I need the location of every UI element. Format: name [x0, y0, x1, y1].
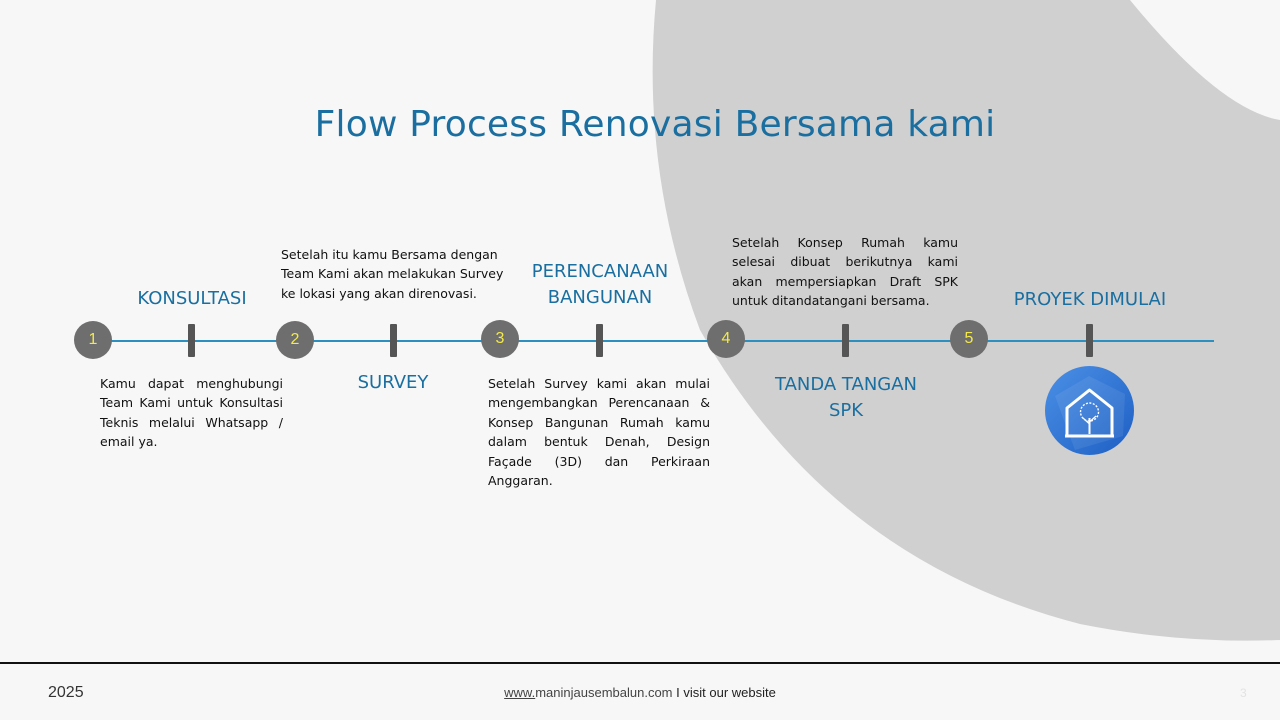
step-description-1: Kamu dapat menghubungi Team Kami untuk K… — [100, 376, 283, 450]
page-title: Flow Process Renovasi Bersama kami — [314, 104, 996, 145]
step-description-2: Setelah itu kamu Bersama dengan Team Kam… — [281, 247, 504, 301]
step-circle-4: 4 — [707, 320, 745, 358]
page-number: 3 — [1240, 686, 1247, 700]
step-circle-3: 3 — [481, 320, 519, 358]
step-label-konsultasi: KONSULTASI — [137, 288, 247, 309]
step-circle-2: 2 — [276, 321, 314, 359]
step-label-tanda-tangan: TANDA TANGAN SPK — [774, 374, 918, 421]
timeline-tick — [390, 324, 397, 357]
step-label-proyek-dimulai: PROYEK DIMULAI — [1013, 289, 1167, 310]
footer-divider — [0, 662, 1280, 664]
house-tree-icon — [1045, 366, 1134, 455]
step-label-perencanaan: PERENCANAAN BANGUNAN — [531, 261, 669, 308]
footer-cta: visit our website — [683, 685, 776, 700]
footer-year: 2025 — [48, 684, 84, 701]
timeline-tick — [1086, 324, 1093, 357]
step-description-3: Setelah Survey kami akan mulai mengemban… — [488, 376, 710, 489]
step-label-survey: SURVEY — [357, 372, 429, 393]
website-link[interactable]: www. — [504, 685, 536, 700]
step-circle-5: 5 — [950, 320, 988, 358]
timeline-tick — [596, 324, 603, 357]
timeline-line — [93, 340, 1214, 342]
step-description-4: Setelah Konsep Rumah kamu selesai dibuat… — [732, 235, 958, 309]
website-domain[interactable]: maninjausembalun.com — [535, 685, 673, 700]
footer-website: www.maninjausembalun.com I visit our web… — [0, 685, 1280, 700]
step-circle-1: 1 — [74, 321, 112, 359]
timeline-tick — [842, 324, 849, 357]
timeline-tick — [188, 324, 195, 357]
footer-separator: I — [672, 685, 684, 700]
